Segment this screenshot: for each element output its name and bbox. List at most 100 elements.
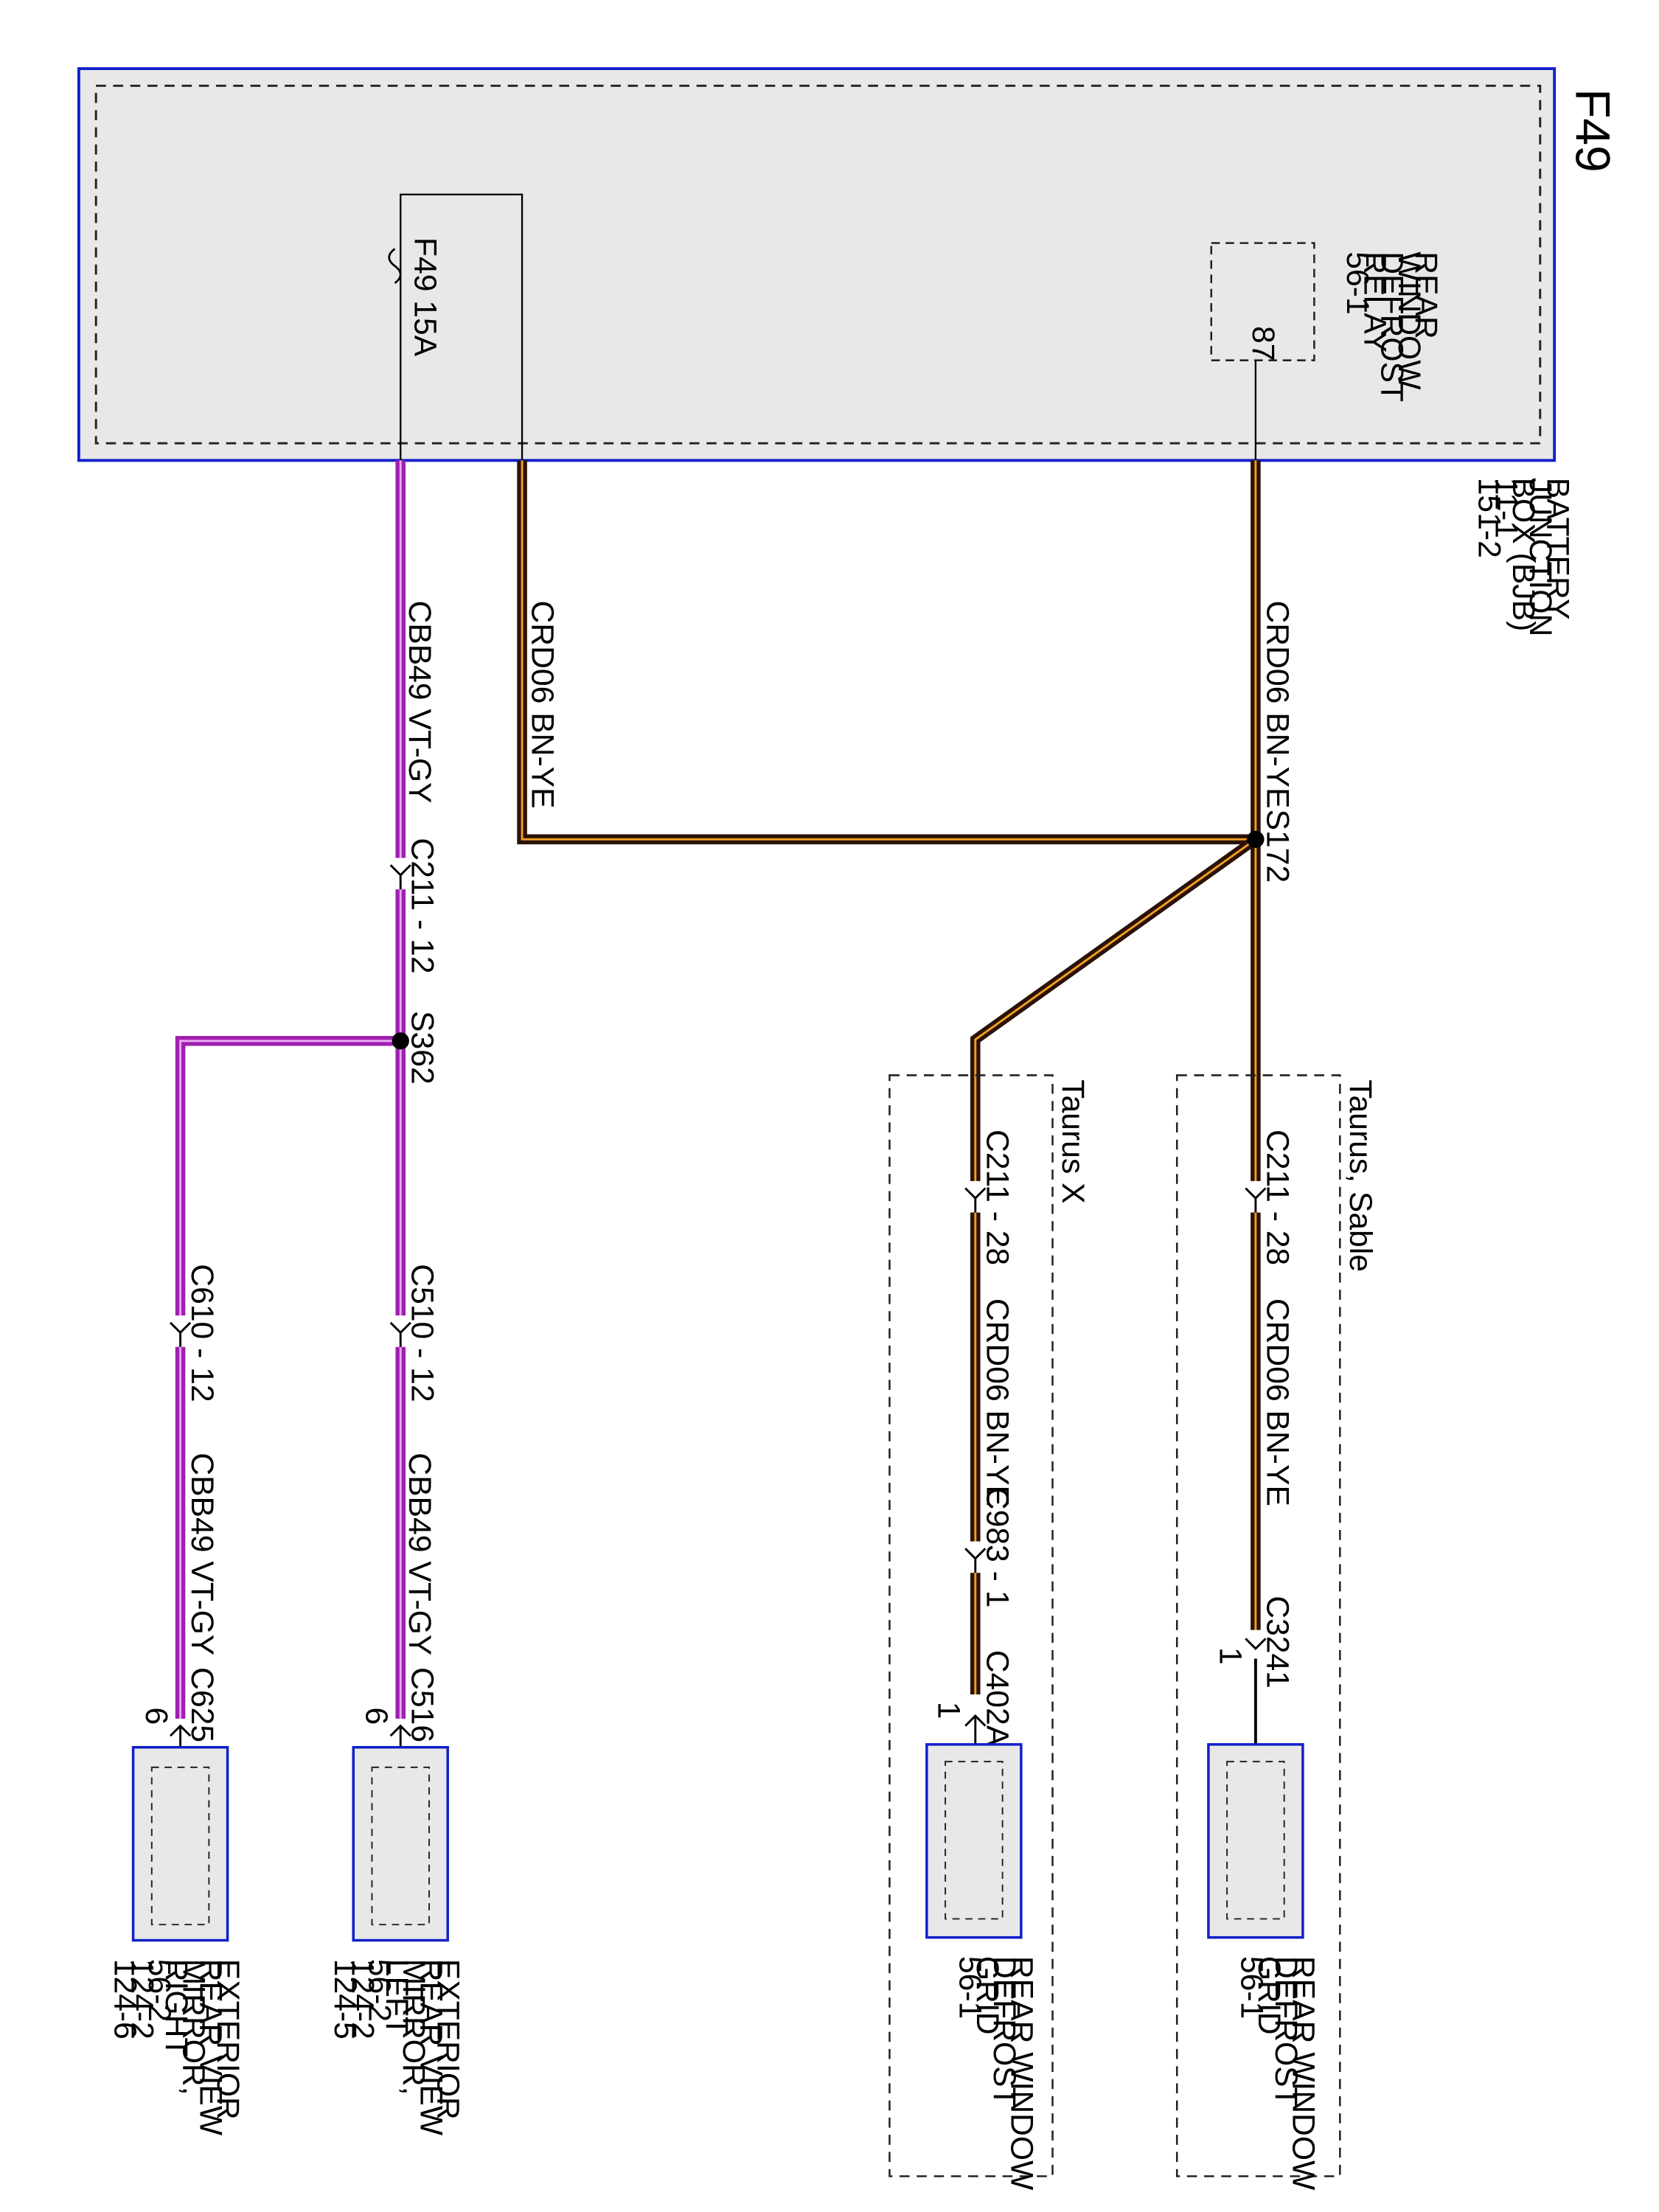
connector-c211-12-icon [389,864,411,890]
connector-label-c402a: C402A [979,1650,1015,1747]
connector-label-c516-pin: 6 [359,1707,394,1725]
mirror-right-line-4: RIGHT [159,1959,194,2057]
component-defrost-grid-x-inner [945,1761,1004,1920]
grid-x-line-3: GRID [970,1956,1005,2035]
mirror-right-line-6: 124-2 [125,1959,160,2039]
component-mirror-right-inner [150,1766,210,1926]
bjb-box [77,67,1557,462]
component-label-defrost-grid-x: REAR WINDOW DEFROST GRID 56-1 [952,1956,1039,2191]
mirror-right-line-2: REAR VIEW [193,1959,229,2136]
mirror-left-line-5: 56-2 [362,1959,397,2022]
component-mirror-left-inner [371,1766,430,1926]
component-label-defrost-grid-sable: REAR WINDOW DEFROST GRID 56-1 [1234,1956,1321,2191]
grid-sable-line-4: 56-1 [1234,1956,1270,2019]
splice-s362-label: S362 [405,1011,440,1085]
connector-c3241-icon [1245,1638,1267,1650]
relay-line-5: 56-1 [1340,251,1375,314]
wire-label-crd06-left: CRD06 BN-YE [525,600,560,808]
connector-label-c625: C625 [184,1667,220,1742]
bn-ye-wires [517,460,1261,1694]
mirror-left-line-4: LEFT [379,1959,414,2036]
wire-crd06-left [517,460,1256,845]
splice-s172 [1247,830,1265,848]
grid-sable-line-3: GRID [1251,1956,1287,2035]
bjb-inner-dashed [94,84,1542,445]
bjb-line-1: BATTERY [1540,478,1575,620]
grid-sable-line-1: REAR WINDOW [1285,1956,1321,2191]
bjb-line-3: BOX (BJB) [1506,478,1541,632]
connector-label-c983-1: C983 - 1 [979,1487,1015,1608]
bjb-label: BATTERY JUNCTION BOX (BJB) 11-1 151-2 [1471,478,1575,637]
connector-c510-12-icon [389,1321,411,1347]
connector-label-c211-28-sable: C211 - 28 [1259,1130,1295,1265]
connector-label-c625-pin: 6 [139,1707,174,1725]
wire-cbb49-right-stripe [179,1040,401,1723]
mirror-right-line-1: EXTERIOR [210,1959,246,2120]
component-label-mirror-left: EXTERIOR REAR VIEW MIRROR, LEFT 56-2 124… [327,1959,466,2136]
splice-s362 [392,1032,409,1050]
connector-c516-icon [389,1724,411,1747]
bjb-line-5: 151-2 [1471,478,1506,558]
relay-line-4: RELAY [1357,251,1392,352]
grid-x-line-1: REAR WINDOW [1004,1956,1039,2191]
mirror-right-line-3: MIRROR, [175,1959,211,2096]
connector-label-c211-28-x: C211 - 28 [979,1130,1015,1265]
connector-c983-1-icon [964,1548,987,1573]
relay-line-1: REAR [1408,251,1444,339]
component-label-mirror-right: EXTERIOR REAR VIEW MIRROR, RIGHT 56-2 12… [107,1959,246,2136]
mirror-right-line-7: 124-6 [107,1959,142,2039]
wire-label-crd06-right: CRD06 BN-YE [1259,600,1295,808]
wire-crd06-taurusx [970,835,1259,1694]
mirror-left-line-2: REAR VIEW [413,1959,448,2136]
grid-x-line-2: DEFROST [987,1956,1022,2107]
wire-crd06-taurusx-stripe [974,838,1256,1694]
fuse-label: F49 15A [408,237,443,357]
splice-s172-label: S172 [1259,810,1295,883]
mirror-left-line-6: 124-2 [344,1959,380,2039]
connector-c402a-icon [964,1714,987,1745]
wire-label-crd06-x: CRD06 BN-YE [979,1298,1015,1506]
connector-c3241 [1244,1630,1267,1659]
relay-line-2: WINDOW [1391,251,1427,390]
option-box-taurusx [888,1074,1054,2177]
relay-label: REAR WINDOW DEFROST RELAY 56-1 [1340,251,1444,402]
component-defrost-grid-sable [1207,1743,1304,1939]
page-label: F49 [1565,88,1620,173]
option-label-taurusx: Taurus X [1055,1079,1091,1203]
component-defrost-grid-x [925,1743,1023,1939]
option-box-sable [1175,1074,1341,2177]
connector-label-c516: C516 [405,1667,440,1742]
connector-c211-28-sable-icon [1245,1187,1267,1213]
bjb-line-2: JUNCTION [1523,478,1558,637]
wire-label-crd06-sable: CRD06 BN-YE [1259,1298,1295,1506]
connector-label-c3241: C3241 [1259,1596,1295,1688]
mirror-right-line-5: 56-2 [142,1959,177,2022]
connector-c211-28-x-icon [964,1187,987,1213]
wire-crd06-left-stripe [521,460,1256,841]
wire-label-cbb49-right: CBB49 VT-GY [184,1453,220,1655]
connector-symbols [169,858,1267,1747]
component-mirror-left [352,1746,449,1942]
connector-label-c610-12: C610 - 12 [184,1264,220,1402]
grid-sable-line-2: DEFROST [1268,1956,1304,2107]
bjb-line-4: 11-1 [1489,478,1524,538]
wire-label-cbb49-left: CBB49 VT-GY [402,1453,437,1655]
component-defrost-grid-sable-inner [1226,1761,1285,1920]
relay-box [1210,242,1315,361]
connector-label-c402a-pin: 1 [931,1702,966,1719]
connector-label-c211-12: C211 - 12 [405,838,440,973]
connector-c610-12-icon [169,1321,192,1347]
grid-x-line-4: 56-1 [952,1956,987,2019]
mirror-left-line-3: MIRROR, [396,1959,431,2096]
connector-c625-icon [169,1724,192,1747]
relay-line-3: DEFROST [1374,251,1410,402]
mirror-left-line-1: EXTERIOR [431,1959,466,2120]
connector-label-c3241-pin: 1 [1212,1647,1248,1665]
mirror-left-line-7: 124-5 [327,1959,363,2039]
fuse-icon [388,248,402,285]
connector-label-c510-12: C510 - 12 [405,1264,440,1402]
option-label-sable: Taurus, Sable [1343,1079,1378,1272]
relay-pin-87: 87 [1245,326,1281,361]
vt-gy-wires [175,460,406,1723]
